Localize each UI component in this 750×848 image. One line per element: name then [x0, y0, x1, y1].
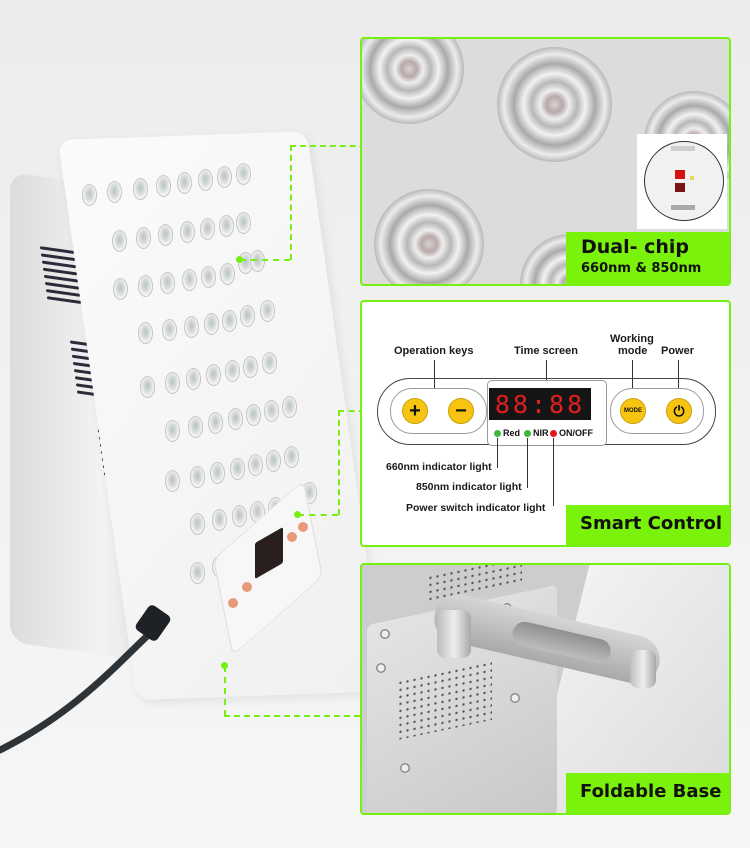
indicator-onoff: ON/OFF — [550, 428, 593, 438]
onoff-indicator-dot — [550, 429, 557, 437]
smart-control-callout: Operation keys Time screen Working mode … — [360, 300, 731, 547]
nir-indicator-dot — [524, 429, 531, 437]
minus-icon: − — [455, 399, 467, 422]
dual-chip-subtitle: 660nm & 850nm — [581, 261, 702, 276]
indicator-red: Red — [494, 428, 520, 438]
led-closeup — [374, 189, 484, 284]
time-screen-label: Time screen — [514, 345, 579, 357]
led-closeup — [362, 39, 464, 124]
dual-chip-badge: Dual- chip 660nm & 850nm — [566, 232, 729, 284]
power-button[interactable]: ⏻ — [666, 398, 692, 424]
power-cable — [0, 605, 171, 754]
power-icon: ⏻ — [673, 402, 685, 419]
dual-chip-title: Dual- chip — [581, 236, 690, 258]
dual-chip-callout: Dual- chip 660nm & 850nm — [360, 37, 731, 286]
device-mode-button — [287, 532, 297, 542]
hinge-right — [630, 650, 656, 688]
smart-control-badge: Smart Control — [566, 505, 729, 545]
indicator-nir: NIR — [524, 428, 549, 438]
device-power-button — [298, 522, 308, 532]
device-plus-button — [228, 598, 238, 608]
screw — [510, 693, 520, 703]
working-mode-label-2: mode — [618, 345, 648, 357]
indicator-note-power: Power switch indicator light — [406, 502, 546, 514]
power-label: Power — [661, 345, 695, 357]
foldable-base-callout: Foldable Base — [360, 563, 731, 815]
red-indicator-dot — [494, 429, 501, 437]
screw — [380, 629, 390, 639]
plus-icon: + — [409, 399, 421, 422]
arm-slot — [510, 619, 614, 666]
screw — [376, 663, 386, 673]
hinge-left — [437, 610, 471, 658]
indicator-note-660: 660nm indicator light — [386, 461, 492, 473]
foldable-base-title: Foldable Base — [580, 781, 722, 802]
plus-button[interactable]: + — [402, 398, 428, 424]
minus-button[interactable]: − — [448, 398, 474, 424]
foldable-base-badge: Foldable Base — [566, 773, 729, 813]
operation-keys-label: Operation keys — [394, 345, 474, 357]
screw — [400, 763, 410, 773]
device-minus-button — [242, 582, 252, 592]
indicator-note-850: 850nm indicator light — [416, 481, 522, 493]
time-display: 88:88 — [489, 388, 591, 420]
working-mode-label-1: Working — [610, 333, 654, 345]
chip-inset-image — [637, 134, 727, 229]
led-closeup — [497, 47, 612, 162]
smart-control-title: Smart Control — [580, 513, 723, 534]
product-illustration — [0, 0, 386, 848]
mode-button[interactable]: MODE — [620, 398, 646, 424]
mode-button-label: MODE — [624, 408, 642, 414]
